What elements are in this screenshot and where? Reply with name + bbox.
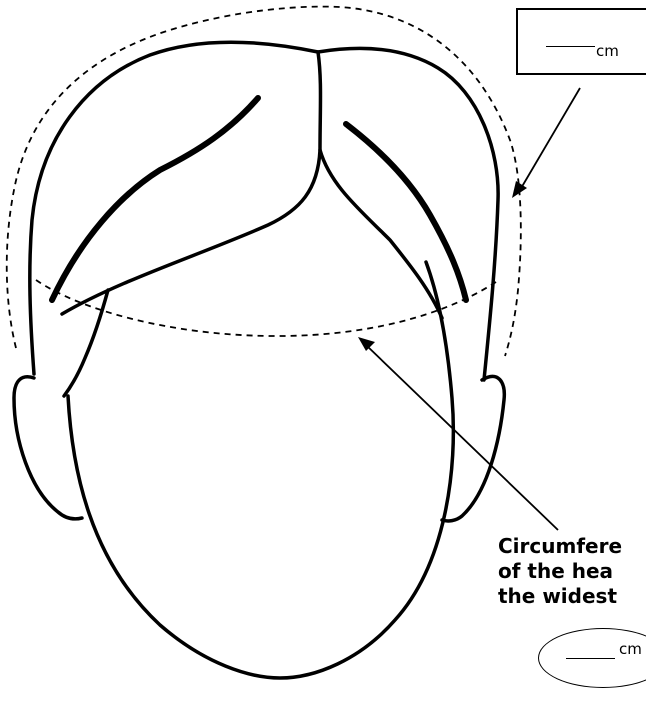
top-measurement-unit: cm [596,44,619,59]
hair-right-section [320,150,442,318]
top-measurement-box[interactable]: cm [516,8,646,75]
arrow-caption-head [358,337,375,351]
arrow-caption-line [366,345,558,530]
blank-line-icon [546,46,595,47]
circumference-caption: Circumfere of the hea the widest [498,534,622,609]
blank-line-icon [566,658,615,659]
hair-part [62,52,321,314]
face-outline [68,262,453,678]
bottom-measurement-unit: cm [619,642,642,657]
arrow-top-line [520,88,580,190]
caption-line-1: Circumfere [498,534,622,559]
caption-line-3: the widest [498,584,622,609]
caption-line-2: of the hea [498,559,622,584]
left-temple-line [64,290,108,396]
